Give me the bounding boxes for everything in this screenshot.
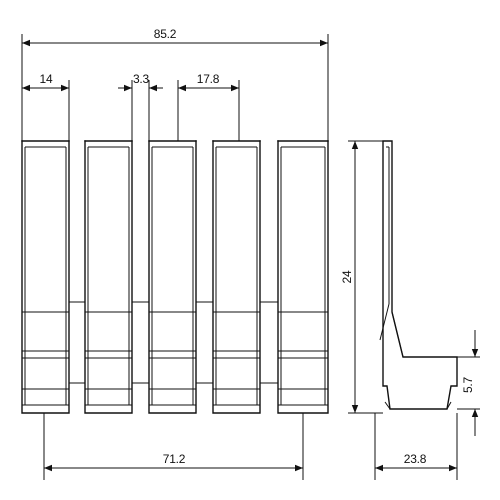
base-height-label: 5.7 xyxy=(461,376,475,393)
pitch-label: 17.8 xyxy=(197,72,220,86)
base-width-label: 71.2 xyxy=(163,452,186,466)
depth-label: 23.8 xyxy=(404,452,427,466)
slot-3 xyxy=(148,140,197,414)
side-dimension-lines xyxy=(351,141,479,472)
height-label: 24 xyxy=(340,270,354,283)
front-dimension-lines xyxy=(22,39,328,472)
slot-5 xyxy=(277,140,329,414)
front-view: 85.2 14 3.3 17.8 71.2 xyxy=(21,27,329,480)
side-extension-lines xyxy=(348,140,480,480)
slot-1 xyxy=(21,140,70,414)
slot-4 xyxy=(212,140,261,414)
gap-width-label: 3.3 xyxy=(133,72,150,86)
slot-connectors xyxy=(69,301,278,384)
side-view xyxy=(379,140,458,410)
overall-width-label: 85.2 xyxy=(154,27,177,41)
slot-2 xyxy=(84,140,133,414)
slot-width-label: 14 xyxy=(40,72,53,86)
